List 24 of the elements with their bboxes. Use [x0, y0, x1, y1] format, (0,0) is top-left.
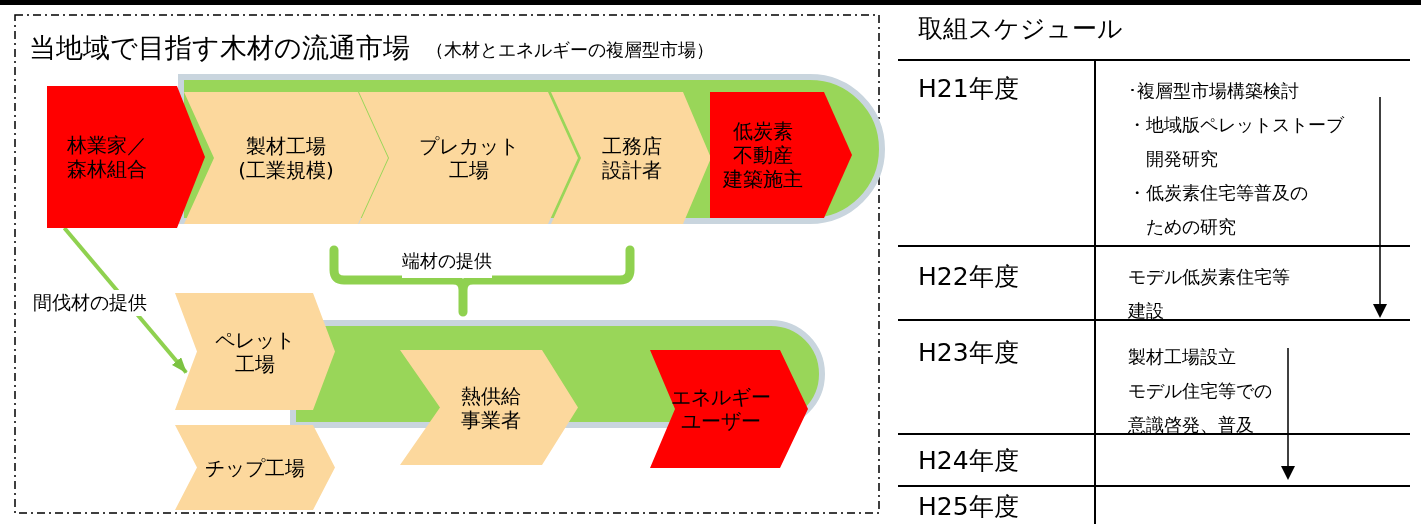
year-label: H21年度: [918, 74, 1019, 104]
chevron-step: 熱供給事業者: [400, 350, 578, 465]
title-text: 当地域で目指す木材の流通市場: [29, 31, 410, 65]
cell-text: モデル低炭素住宅等建設: [1128, 265, 1290, 323]
year-label: H23年度: [918, 338, 1019, 368]
chevron-step: プレカット工場: [359, 92, 578, 224]
cell-text: ・地域版ペレットストーブ開発研究: [1128, 113, 1344, 171]
cell-text: ･複層型市場構築検討: [1128, 79, 1299, 103]
year-label: H22年度: [918, 262, 1019, 292]
chevron-step: 林業家／森林組合: [47, 86, 205, 228]
chevron-step: 低炭素不動産建築施主: [710, 92, 852, 218]
chevron-step: チップ工場: [175, 425, 335, 510]
chevron-step: エネルギーユーザー: [650, 350, 808, 468]
cell-text: モデル住宅等での意識啓発、普及: [1128, 379, 1272, 437]
edge-label: 間伐材の提供: [33, 290, 147, 316]
subtitle-text: （木材とエネルギーの複層型市場）: [426, 38, 714, 62]
year-label: H24年度: [918, 446, 1019, 476]
chevron-step: 製材工場(工業規模): [184, 92, 388, 224]
year-label: H25年度: [918, 492, 1019, 522]
chevron-step: ペレット工場: [175, 293, 335, 410]
cell-text: ・低炭素住宅等普及のための研究: [1128, 181, 1308, 239]
cell-text: 製材工場設立: [1128, 345, 1236, 369]
chevron-step: 工務店設計者: [551, 92, 711, 224]
section-heading: 取組スケジュール: [918, 14, 1123, 44]
